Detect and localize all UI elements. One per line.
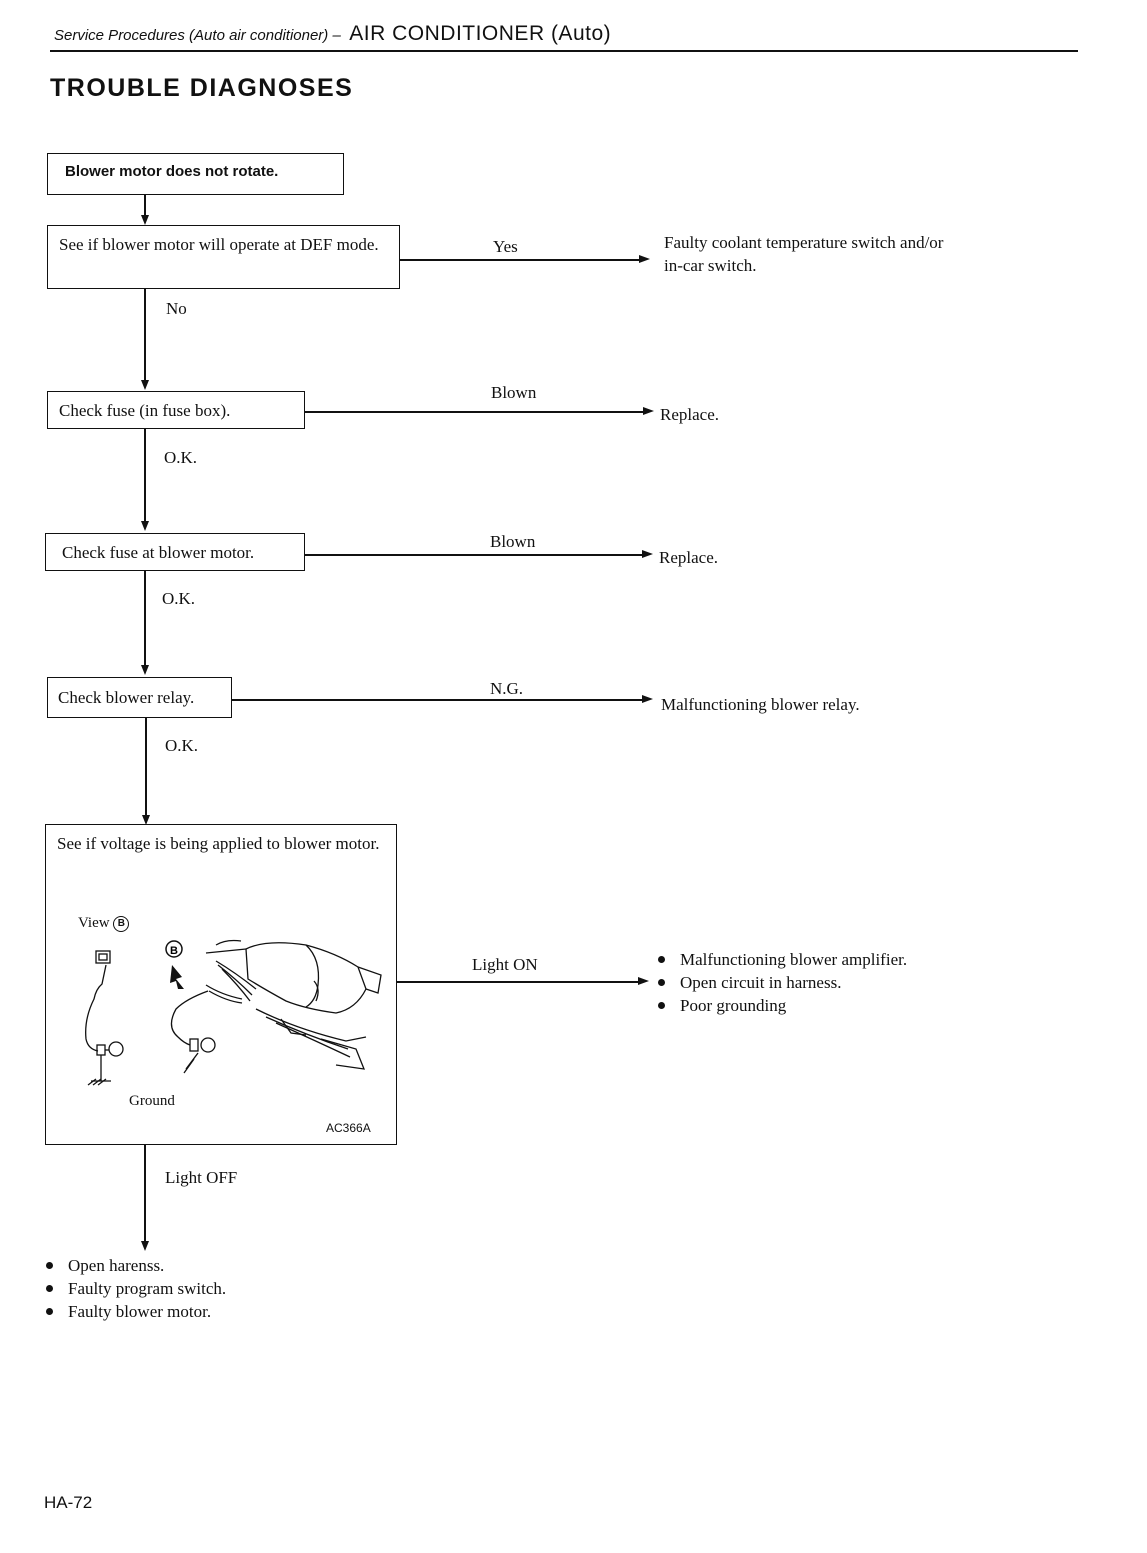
connector-icon <box>95 950 111 964</box>
step5-on-results: Malfunctioning blower amplifier. Open ci… <box>656 948 907 1017</box>
arrow-down-icon <box>141 665 149 675</box>
step1-no-label: No <box>166 299 187 318</box>
connector <box>397 981 639 983</box>
view-marker-icon: B <box>113 915 130 932</box>
step3-text: Check fuse at blower motor. <box>62 543 255 562</box>
connector <box>144 195 146 215</box>
step5-text: See if voltage is being applied to blowe… <box>57 834 380 853</box>
arrow-right-icon <box>642 695 653 703</box>
step2-fail-result: Replace. <box>660 405 719 424</box>
step5-box: See if voltage is being applied to blowe… <box>45 824 397 1145</box>
step3-fail-label: Blown <box>490 532 536 551</box>
step3-box: Check fuse at blower motor. <box>45 533 305 571</box>
b-marker-letter: B <box>170 945 178 957</box>
header-rule <box>50 50 1078 52</box>
direction-arrow-icon <box>170 965 184 989</box>
list-item: Open circuit in harness. <box>656 971 907 994</box>
step4-fail-label: N.G. <box>490 679 524 698</box>
page-number: HA-72 <box>44 1493 93 1512</box>
final-results: Open harenss. Faulty program switch. Fau… <box>44 1254 226 1323</box>
header-section: Service Procedures (Auto air conditioner… <box>54 27 341 44</box>
step3-fail-result: Replace. <box>659 548 718 567</box>
list-item: Open harenss. <box>44 1254 226 1277</box>
start-box: Blower motor does not rotate. <box>47 153 344 195</box>
list-item: Malfunctioning blower amplifier. <box>656 948 907 971</box>
arrow-right-icon <box>642 550 653 558</box>
view-label-text: View <box>78 915 110 931</box>
connector <box>144 429 146 521</box>
view-label: View B <box>78 915 130 932</box>
ground-label: Ground <box>129 1093 175 1109</box>
list-item: Poor grounding <box>656 994 907 1017</box>
connector <box>232 699 643 701</box>
test-lamp-icon <box>200 1037 216 1053</box>
start-text: Blower motor does not rotate. <box>65 163 279 180</box>
arrow-right-icon <box>638 977 649 985</box>
step1-box: See if blower motor will operate at DEF … <box>47 225 400 289</box>
step1-yes-label: Yes <box>493 237 518 256</box>
step4-ok-label: O.K. <box>165 736 199 755</box>
list-item: Faulty blower motor. <box>44 1300 226 1323</box>
connector <box>144 289 146 380</box>
step4-text: Check blower relay. <box>58 688 195 707</box>
arrow-down-icon <box>141 215 149 225</box>
arrow-right-icon <box>643 407 654 415</box>
running-header: Service Procedures (Auto air conditioner… <box>54 22 611 46</box>
connector <box>400 259 640 261</box>
view-marker-letter: B <box>117 917 125 929</box>
step2-text: Check fuse (in fuse box). <box>59 401 231 420</box>
arrow-down-icon <box>141 521 149 531</box>
step1-yes-result: Faulty coolant temperature switch and/or… <box>664 233 944 275</box>
connector <box>144 1145 146 1241</box>
connector <box>305 554 643 556</box>
step5-on-label: Light ON <box>472 955 538 974</box>
arrow-down-icon <box>141 380 149 390</box>
figure-code: AC366A <box>326 1121 371 1135</box>
step4-box: Check blower relay. <box>47 677 232 718</box>
header-title: AIR CONDITIONER (Auto) <box>349 22 612 45</box>
step2-box: Check fuse (in fuse box). <box>47 391 305 429</box>
step4-fail-result: Malfunctioning blower relay. <box>661 695 860 714</box>
list-item: Faulty program switch. <box>44 1277 226 1300</box>
b-marker-icon <box>165 940 183 958</box>
page-title: TROUBLE DIAGNOSES <box>50 74 354 102</box>
connector <box>144 571 146 665</box>
connector <box>305 411 644 413</box>
step1-text: See if blower motor will operate at DEF … <box>59 235 379 254</box>
step2-fail-label: Blown <box>491 383 537 402</box>
test-lamp-icon <box>108 1041 124 1057</box>
connector <box>145 718 147 815</box>
arrow-right-icon <box>639 255 650 263</box>
step3-ok-label: O.K. <box>162 589 196 608</box>
step2-ok-label: O.K. <box>164 448 198 467</box>
step5-off-label: Light OFF <box>165 1168 238 1187</box>
arrow-down-icon <box>142 815 150 825</box>
arrow-down-icon <box>141 1241 149 1251</box>
blower-motor-test-illustration: B <box>85 939 382 1086</box>
